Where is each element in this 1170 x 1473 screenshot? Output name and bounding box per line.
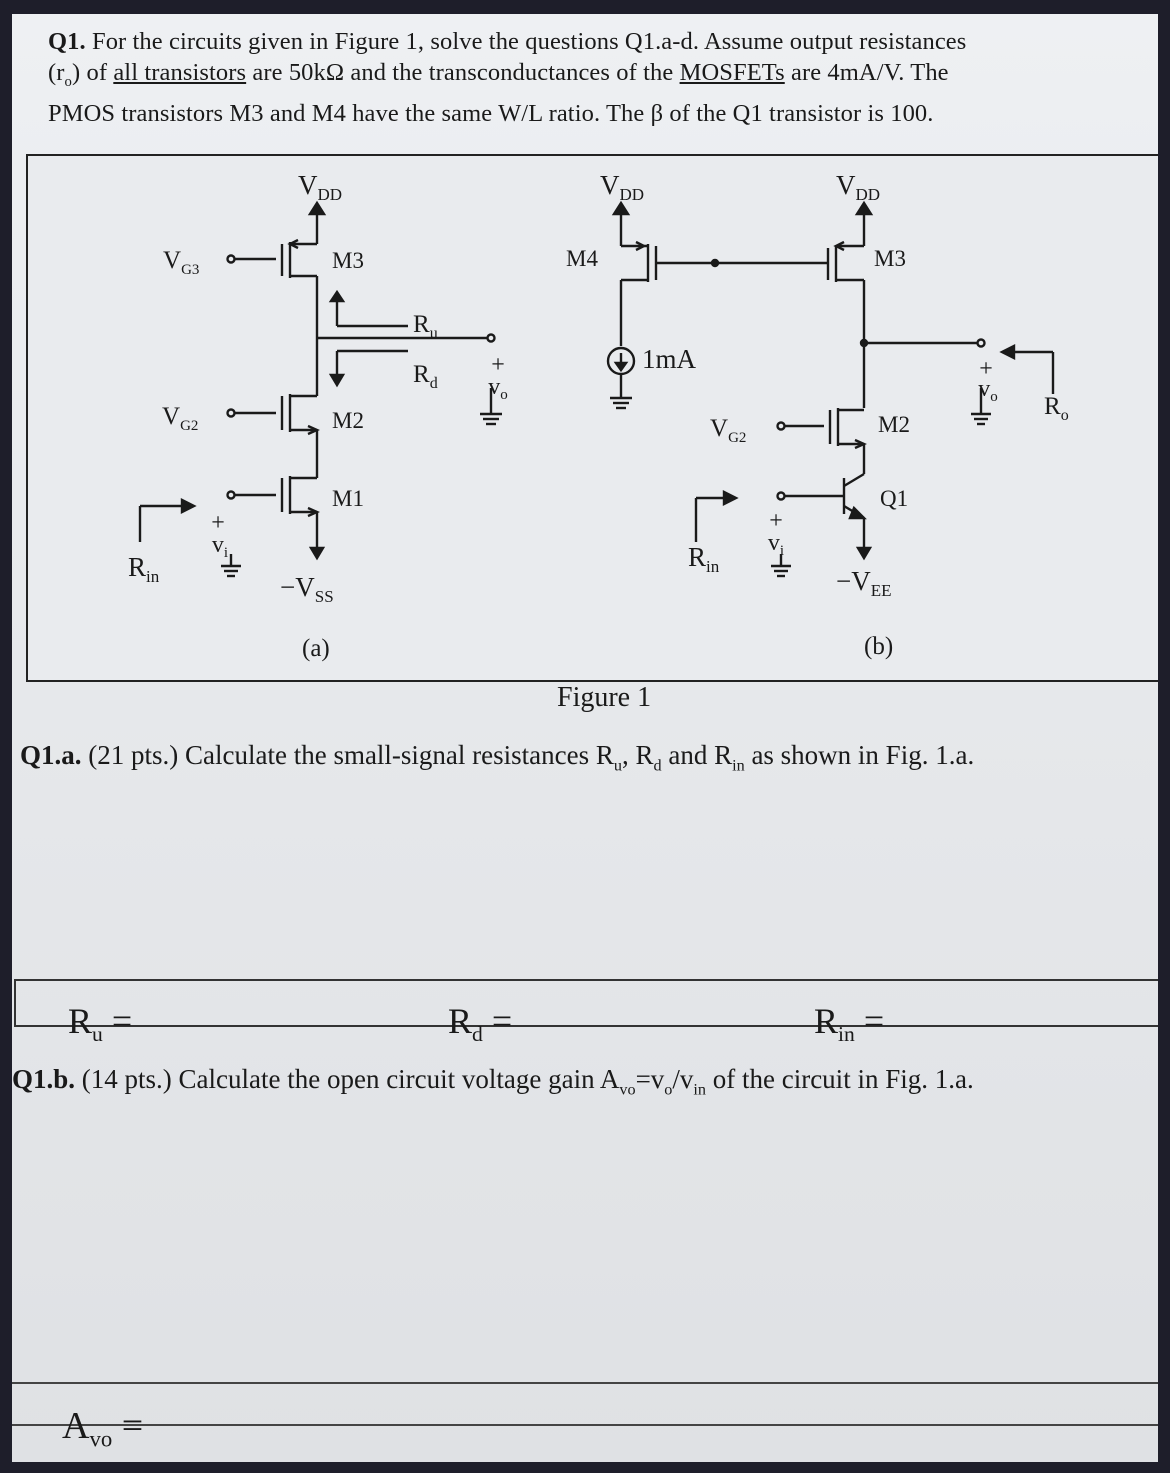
b-vo-label: vo bbox=[978, 376, 998, 405]
a-vi-label: vi bbox=[212, 532, 228, 561]
a-vg2-label: VG2 bbox=[162, 403, 198, 434]
b-vi-label: vi bbox=[768, 530, 784, 559]
question-line-1: Q1. For the circuits given in Figure 1, … bbox=[48, 28, 967, 55]
b-vdd-right-label: VDD bbox=[836, 170, 880, 204]
a-vdd-label: VDD bbox=[298, 170, 342, 204]
a-vi-plus: + bbox=[211, 510, 225, 536]
a-vo-plus: + bbox=[491, 352, 505, 378]
b-vg2-label: VG2 bbox=[710, 415, 746, 446]
b-m4-label: M4 bbox=[566, 246, 598, 271]
a-ru-label: Ru bbox=[413, 311, 438, 342]
question-text: Q1. For the circuits given in Figure 1, … bbox=[48, 26, 1118, 129]
question-1b: Q1.b. (14 pts.) Calculate the open circu… bbox=[12, 1064, 974, 1099]
answer-ru[interactable]: Ru = bbox=[68, 1001, 133, 1047]
answer-line-bottom bbox=[12, 1424, 1158, 1426]
a-vg3-label: VG3 bbox=[163, 247, 199, 278]
exam-page: Q1. For the circuits given in Figure 1, … bbox=[12, 14, 1158, 1462]
a-m1-label: M1 bbox=[332, 486, 364, 511]
a-rd-label: Rd bbox=[413, 361, 438, 392]
a-m2-label: M2 bbox=[332, 408, 364, 433]
circuit-diagram: VDD VG3 M3 Ru Rd + vo VG2 M2 M1 + vi Rin… bbox=[128, 170, 1069, 662]
b-current-label: 1mA bbox=[642, 344, 697, 374]
a-sublabel: (a) bbox=[302, 635, 330, 662]
a-vo-label: vo bbox=[488, 374, 508, 403]
b-ro-label: Ro bbox=[1044, 393, 1069, 424]
b-rin-label: Rin bbox=[688, 542, 720, 576]
b-vi-plus: + bbox=[769, 508, 783, 534]
a-vss-label: −VSS bbox=[280, 572, 334, 606]
b-vo-plus: + bbox=[979, 356, 993, 382]
b-vdd-left-label: VDD bbox=[600, 170, 644, 204]
b-m3-label: M3 bbox=[874, 246, 906, 271]
question-line-2: (ro) of all transistors are 50kΩ and the… bbox=[48, 59, 949, 90]
answer-line-top bbox=[12, 1382, 1158, 1384]
b-sublabel: (b) bbox=[864, 633, 893, 660]
b-m2-label: M2 bbox=[878, 412, 910, 437]
a-rin-label: Rin bbox=[128, 552, 160, 586]
figure-1: VDD VG3 M3 Ru Rd + vo VG2 M2 M1 + vi Rin… bbox=[26, 154, 1158, 682]
answer-avo[interactable]: Avo = bbox=[62, 1405, 144, 1452]
a-m3-label: M3 bbox=[332, 248, 364, 273]
figure-caption: Figure 1 bbox=[557, 682, 652, 713]
question-1a: Q1.a. (21 pts.) Calculate the small-sign… bbox=[20, 740, 975, 775]
answer-rd[interactable]: Rd = bbox=[448, 1001, 513, 1047]
answer-rin[interactable]: Rin = bbox=[814, 1001, 885, 1047]
answer-box-1a bbox=[14, 979, 1158, 1027]
question-line-3: PMOS transistors M3 and M4 have the same… bbox=[48, 99, 934, 127]
b-vee-label: −VEE bbox=[836, 566, 892, 600]
b-q1-label: Q1 bbox=[880, 486, 908, 511]
